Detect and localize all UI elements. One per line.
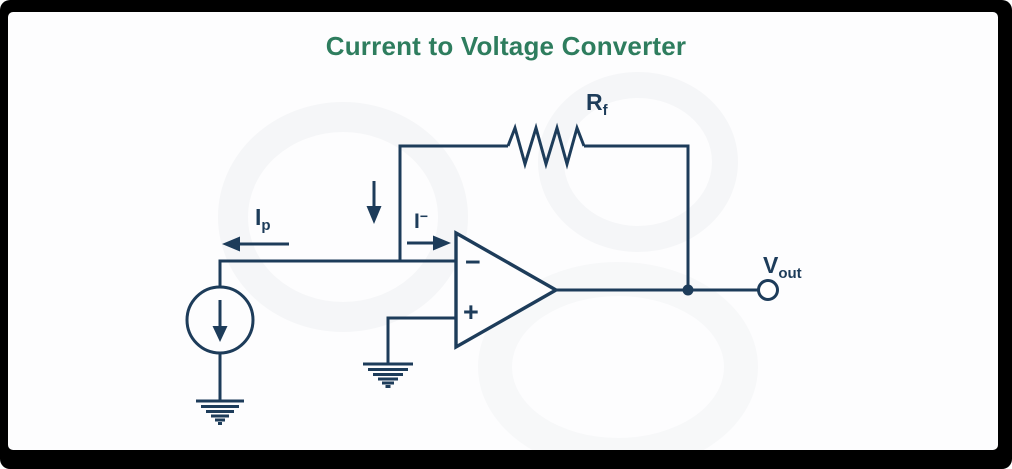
input-wire bbox=[218, 259, 456, 288]
label-input-current-sub: p bbox=[261, 217, 271, 234]
feedback-resistor-symbol bbox=[506, 122, 586, 170]
label-inverting-current-base: I bbox=[414, 210, 420, 233]
current-direction-arrow-down bbox=[366, 181, 382, 224]
label-feedback-resistor-base: R bbox=[586, 89, 603, 115]
label-output-voltage: Vout bbox=[763, 252, 802, 282]
noninverting-input-wire bbox=[386, 316, 456, 364]
diagram-title: Current to Voltage Converter bbox=[325, 31, 687, 61]
label-output-voltage-base: V bbox=[763, 252, 779, 278]
opamp-inverting-sign: − bbox=[465, 247, 481, 277]
output-terminal-circle bbox=[757, 279, 779, 301]
current-direction-arrow-right bbox=[407, 235, 451, 251]
label-inverting-current-sup: − bbox=[419, 208, 429, 224]
opamp-noninverting-sign: + bbox=[463, 297, 479, 327]
label-feedback-resistor-sub: f bbox=[602, 102, 608, 119]
junction-dot bbox=[682, 284, 694, 296]
feedback-wire-right bbox=[584, 144, 690, 290]
label-input-current: Ip bbox=[255, 204, 271, 234]
feedback-wire-left bbox=[398, 144, 508, 261]
op-amp-symbol bbox=[454, 230, 560, 350]
label-inverting-current: I− bbox=[414, 209, 428, 232]
ground-symbol-noninverting bbox=[363, 362, 413, 388]
label-output-voltage-sub: out bbox=[778, 265, 802, 282]
diagram-canvas bbox=[8, 12, 998, 450]
label-input-current-base: I bbox=[255, 204, 262, 230]
current-direction-arrow-left bbox=[222, 236, 289, 252]
current-source-arrow-head bbox=[212, 326, 228, 342]
ground-symbol-source bbox=[196, 399, 244, 425]
label-feedback-resistor: Rf bbox=[586, 89, 608, 119]
